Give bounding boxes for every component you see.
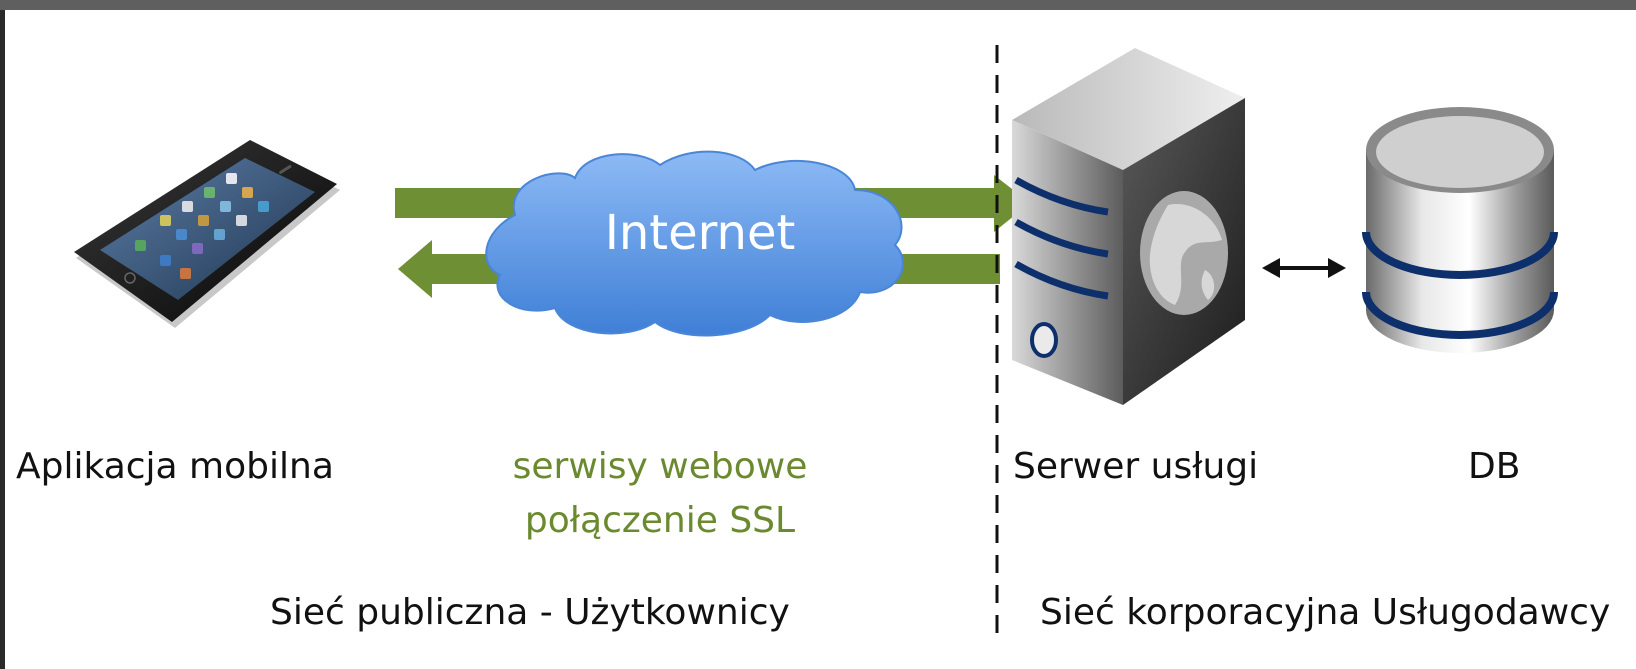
cloud-icon xyxy=(485,150,904,337)
left-border xyxy=(0,10,5,669)
server-label: Serwer usługi xyxy=(1013,446,1259,487)
double-arrow-icon xyxy=(1262,258,1346,278)
internet-label: Internet xyxy=(604,205,796,261)
link-label-ssl: połączenie SSL xyxy=(524,500,796,541)
mobile-app-label: Aplikacja mobilna xyxy=(16,446,334,487)
corporate-zone-label: Sieć korporacyjna Usługodawcy xyxy=(1040,592,1611,633)
database-icon xyxy=(1362,107,1558,353)
top-bar xyxy=(0,0,1636,10)
globe-icon xyxy=(1140,191,1228,315)
server-tower-icon xyxy=(1012,48,1245,405)
link-label-web-services: serwisy webowe xyxy=(512,446,808,487)
db-label: DB xyxy=(1468,446,1521,487)
smartphone-icon xyxy=(74,140,340,328)
public-zone-label: Sieć publiczna - Użytkownicy xyxy=(270,592,790,633)
